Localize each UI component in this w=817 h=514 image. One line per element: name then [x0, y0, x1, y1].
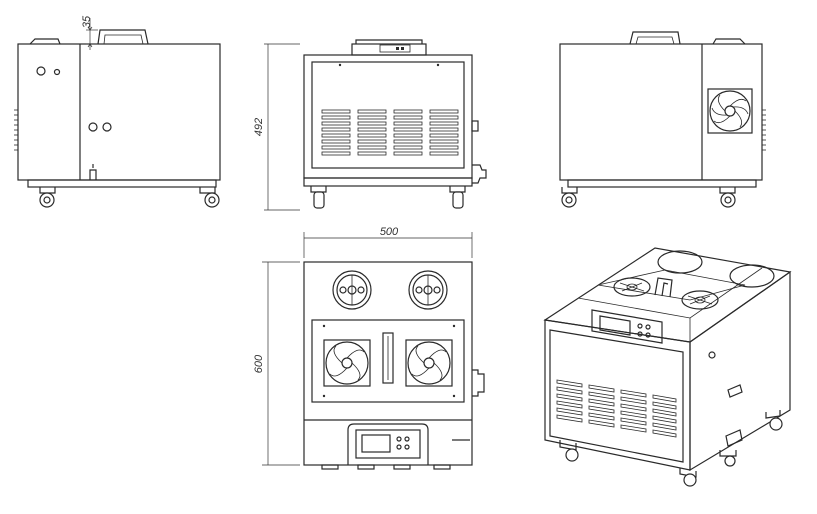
vent-louvers	[321, 109, 459, 156]
right-side-view	[559, 31, 766, 208]
fan-icon	[707, 88, 753, 134]
width-label: 500	[380, 226, 399, 238]
depth-label: 600	[253, 354, 265, 373]
fan-icon	[681, 290, 719, 310]
caster-wheel	[719, 450, 737, 467]
top-view: 500 600	[253, 226, 485, 470]
caster-wheel	[39, 187, 56, 208]
left-side-view: 35	[14, 15, 221, 208]
fan-icon	[323, 339, 371, 387]
isometric-view	[543, 247, 792, 487]
mist-outlet-icon	[332, 270, 372, 310]
caster-wheel	[561, 187, 578, 208]
height-label: 492	[253, 118, 265, 136]
side-vent-marks	[762, 109, 766, 151]
display-screen	[599, 315, 631, 336]
control-panel	[347, 423, 429, 465]
caster-wheel	[199, 187, 220, 208]
mist-outlet-icon	[408, 270, 448, 310]
caster-wheel	[310, 186, 327, 209]
fan-icon	[405, 339, 453, 387]
caster-wheel	[679, 468, 697, 487]
caster-wheel	[719, 187, 736, 208]
port-circle	[36, 66, 46, 76]
handle-height-label: 35	[81, 15, 93, 28]
display-screen	[361, 434, 391, 453]
side-vent-marks	[14, 109, 18, 151]
fan-icon	[613, 277, 651, 297]
front-view: 492	[253, 39, 487, 211]
caster-wheel	[765, 410, 783, 431]
control-panel	[591, 309, 663, 344]
vent-louvers	[556, 379, 677, 438]
caster-wheel	[559, 440, 579, 462]
caster-wheel	[449, 186, 466, 209]
